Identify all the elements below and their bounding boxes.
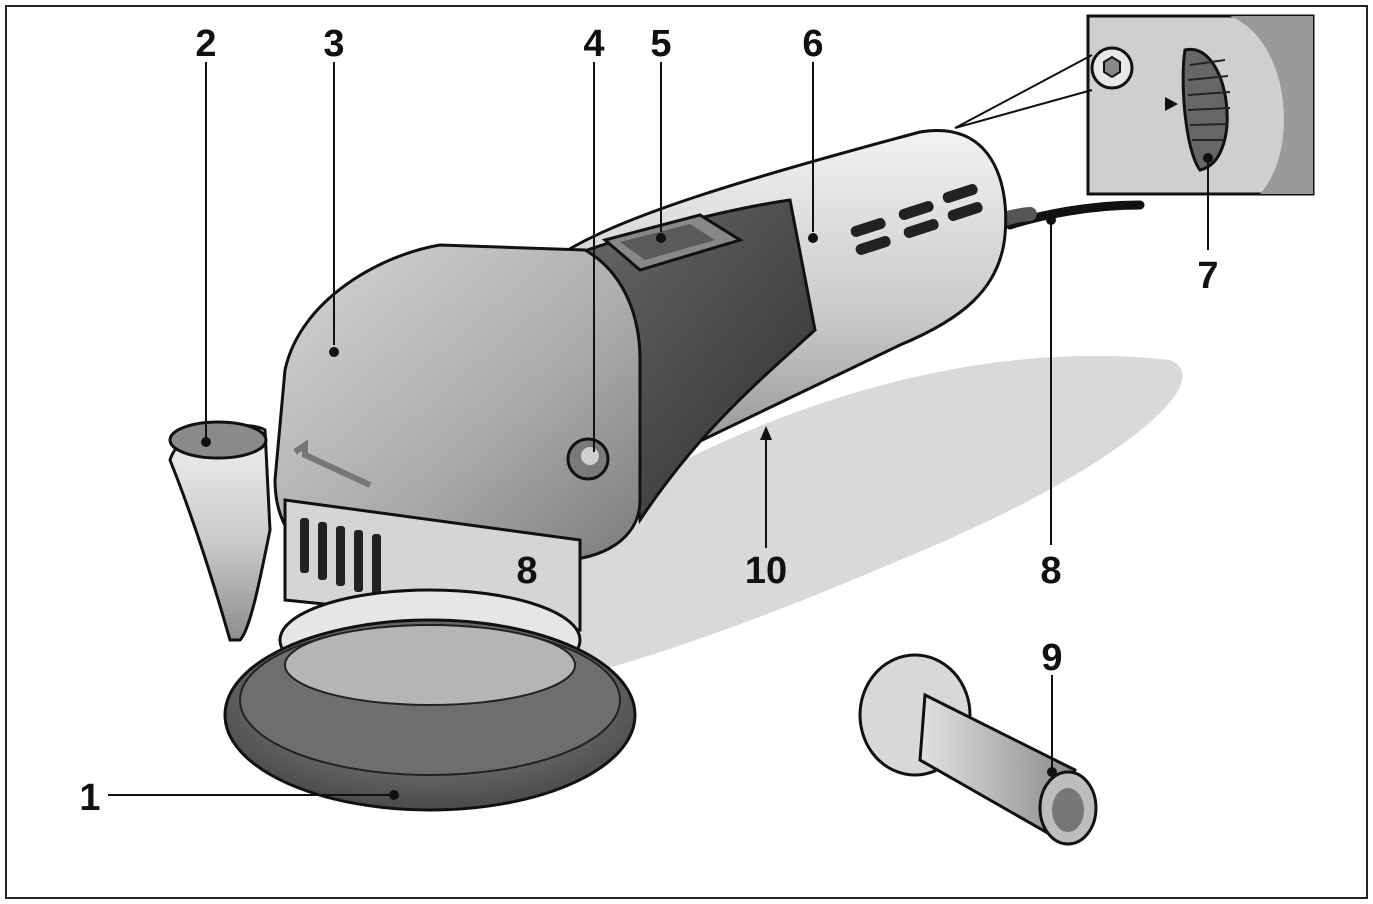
callout-5: 5: [650, 23, 671, 65]
tool-shadow: [430, 355, 1183, 700]
speed-dial-ridges: [1187, 59, 1231, 141]
auxiliary-handle: [858, 653, 1098, 846]
callout-8-head: 8: [516, 550, 537, 592]
leader-10-arrowhead: [760, 426, 772, 440]
pad-hub: [284, 624, 576, 706]
housing-vents: [850, 183, 983, 255]
callout-labels: 1 2 3 4 5 6 7 8 8 9 10: [79, 23, 1218, 819]
callout-6: 6: [802, 23, 823, 65]
dust-port-opening: [168, 420, 268, 460]
spindle-lock-highlight: [581, 447, 599, 465]
callout-7: 7: [1197, 255, 1218, 297]
speed-dial-inset: [1086, 14, 1315, 196]
callout-4: 4: [583, 23, 604, 65]
leader-dots: [201, 153, 1213, 800]
rotation-arrow: [293, 439, 372, 488]
switch-button: [620, 224, 715, 260]
callout-2: 2: [195, 23, 216, 65]
speed-dial-marker: [1165, 97, 1178, 111]
callout-10: 10: [745, 550, 787, 592]
callout-8-cord: 8: [1040, 550, 1061, 592]
leader-lines: [108, 62, 1209, 796]
callout-1: 1: [79, 777, 100, 819]
inset-pointer-line-lower: [954, 89, 1093, 129]
hex-screw-head: [1103, 55, 1121, 79]
callout-9: 9: [1041, 637, 1062, 679]
callout-3: 3: [323, 23, 344, 65]
fan-housing-vents: [300, 518, 381, 596]
inset-pointer-line-upper: [954, 54, 1093, 129]
